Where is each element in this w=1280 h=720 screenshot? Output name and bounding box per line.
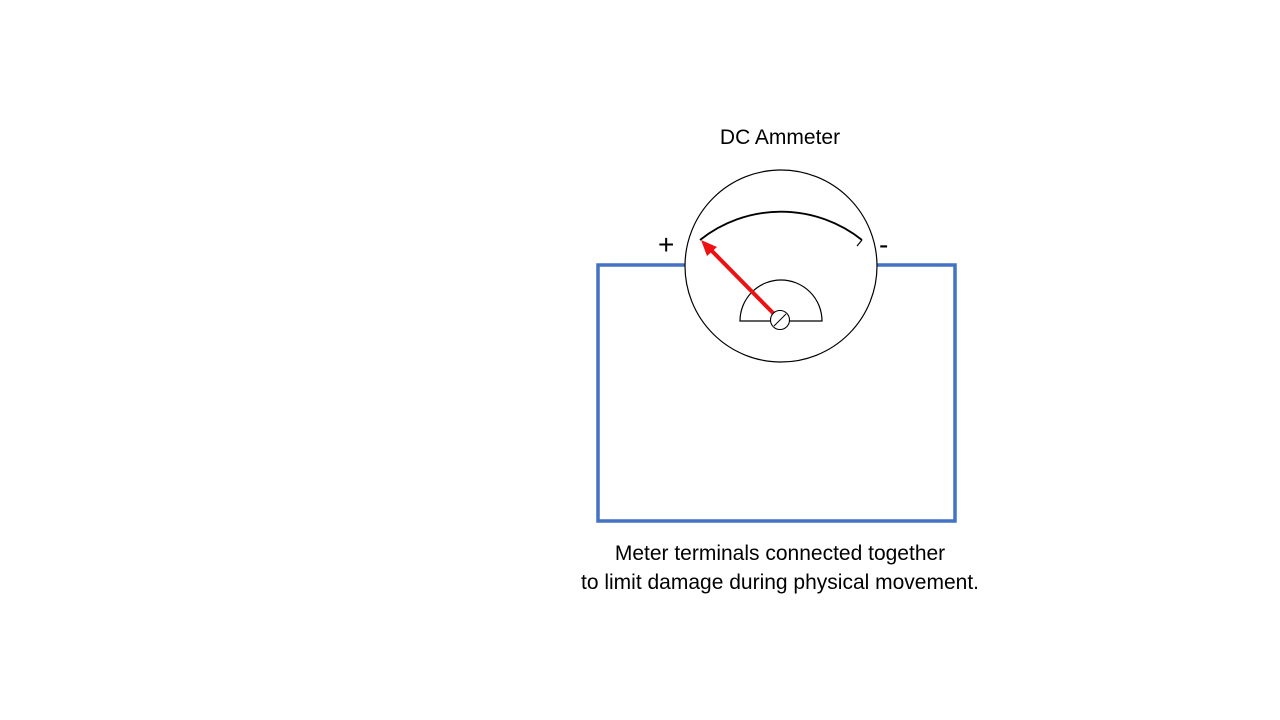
pivot-housing [739, 279, 823, 322]
caption-line-1: Meter terminals connected together [614, 542, 946, 565]
negative-terminal-label: - [879, 229, 889, 260]
screw-slot [773, 313, 787, 327]
meter-scale-arc [699, 210, 863, 241]
meter-body [684, 169, 878, 363]
diagram-caption: Meter terminals connected together to li… [530, 539, 1030, 597]
shorting-wire [596, 263, 957, 523]
meter-needle [708, 247, 778, 318]
meter-title: DC Ammeter [719, 126, 841, 149]
positive-terminal-label: + [658, 229, 675, 260]
scale-end-tick [856, 239, 863, 247]
needle-arrowhead [701, 240, 717, 256]
caption-line-2: to limit damage during physical movement… [580, 571, 979, 594]
